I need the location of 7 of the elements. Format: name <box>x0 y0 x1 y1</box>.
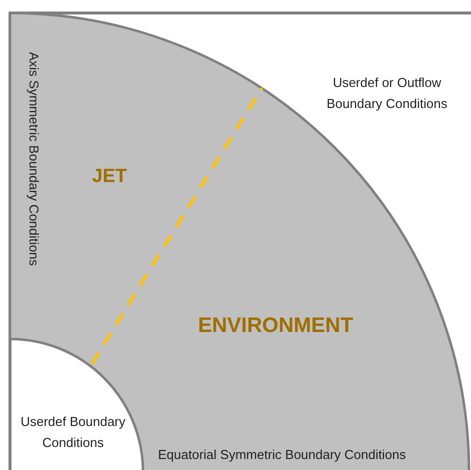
boundary-condition-label: Axis Symmetric Boundary Conditions <box>26 52 42 266</box>
boundary-condition-label: Userdef Boundary Conditions <box>20 413 126 452</box>
boundary-condition-label: Equatorial Symmetric Boundary Conditions <box>158 446 406 464</box>
region-label: ENVIRONMENT <box>198 313 354 339</box>
region-label: JET <box>92 165 127 189</box>
boundary-condition-label: Userdef or Outflow Boundary Conditions <box>326 74 448 113</box>
quarter-annulus-domain <box>10 13 471 470</box>
